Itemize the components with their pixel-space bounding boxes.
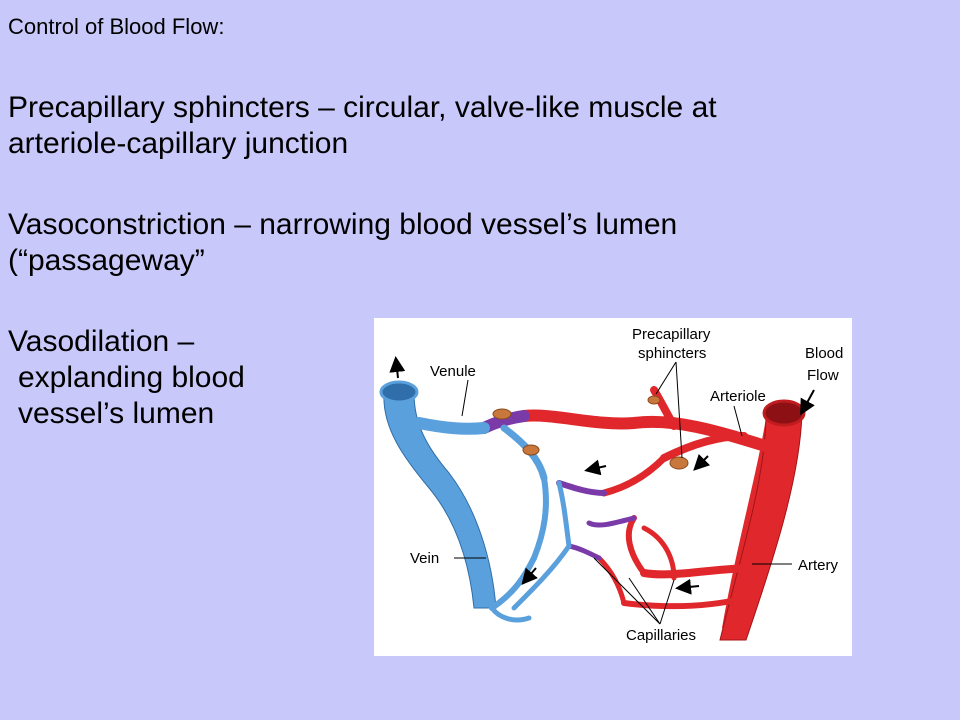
vasodilation-paragraph: Vasodilation – explanding blood vessel’s…	[8, 324, 245, 432]
precapillary-sphincters-paragraph: Precapillary sphincters – circular, valv…	[8, 90, 717, 162]
arteriole-branches	[518, 386, 778, 610]
paragraph-line: (“passageway”	[8, 244, 205, 277]
venule-branches	[413, 417, 572, 623]
paragraph-line: Precapillary sphincters – circular, valv…	[8, 91, 717, 124]
paragraph-line: Vasoconstriction – narrowing blood vesse…	[8, 208, 678, 241]
vein-vessel	[379, 380, 497, 609]
paragraph-line: explanding blood	[18, 361, 245, 394]
vasoconstriction-paragraph: Vasoconstriction – narrowing blood vesse…	[8, 207, 677, 279]
paragraph-line: arteriole-capillary junction	[8, 127, 349, 160]
blood-vessel-diagram: Venule Precapillary sphincters Blood Flo…	[374, 318, 852, 656]
arteriole-label: Arteriole	[710, 388, 766, 405]
paragraph-line: vessel’s lumen	[18, 397, 215, 430]
slide-title: Control of Blood Flow:	[8, 14, 225, 39]
sphincter-rings	[492, 395, 689, 470]
capillaries-label: Capillaries	[626, 627, 696, 644]
paragraph-line: Vasodilation –	[8, 325, 195, 358]
precapillary-label: Precapillary	[632, 326, 711, 343]
vein-label: Vein	[410, 550, 439, 567]
venule-label: Venule	[430, 363, 476, 380]
blood-label: Blood	[805, 345, 843, 362]
flow-label: Flow	[807, 367, 839, 384]
sphincters-label: sphincters	[638, 345, 706, 362]
vessel-diagram-svg: Venule Precapillary sphincters Blood Flo…	[379, 326, 843, 644]
leader-lines	[454, 361, 792, 625]
artery-label: Artery	[798, 557, 839, 574]
flow-arrows	[389, 356, 815, 595]
